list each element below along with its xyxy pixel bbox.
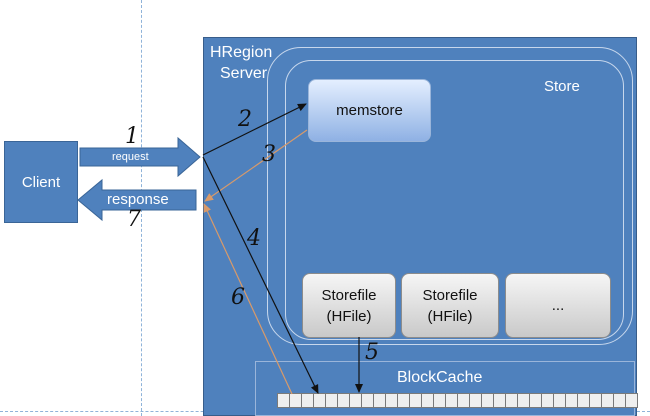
flow-line-memstore-return xyxy=(204,129,308,202)
request-label: request xyxy=(112,151,149,163)
blockcache-label: BlockCache xyxy=(397,369,483,386)
storefile-box-more: ... xyxy=(505,273,611,338)
step-number-4: 4 xyxy=(247,226,261,251)
step-number-1: 1 xyxy=(125,124,139,149)
blockcache-cell xyxy=(625,393,638,408)
server-title-line1: HRegion xyxy=(210,44,273,61)
response-arrow xyxy=(77,178,197,222)
storefile-label-more: ... xyxy=(551,297,565,314)
memstore-box: memstore xyxy=(308,79,431,142)
flow-line-write-memstore xyxy=(202,103,307,156)
store-inner-border xyxy=(285,60,624,340)
storefile-box-1: Storefile (HFile) xyxy=(302,273,396,338)
storefile-label-2: Storefile (HFile) xyxy=(422,286,478,325)
step-number-3: 3 xyxy=(262,142,276,167)
storefile-label-1: Storefile (HFile) xyxy=(321,286,377,325)
server-title-line2: Server xyxy=(220,65,268,82)
request-arrow xyxy=(79,136,201,178)
blockcache-cells xyxy=(277,393,638,408)
client-label: Client xyxy=(21,173,61,191)
client-box: Client xyxy=(4,141,78,223)
store-outer-border xyxy=(267,47,633,345)
response-label: response xyxy=(107,191,169,208)
storefile-box-2: Storefile (HFile) xyxy=(401,273,499,338)
flow-line-cache-return xyxy=(203,203,293,395)
step-number-7: 7 xyxy=(127,207,141,232)
flow-line-to-blockcache xyxy=(202,156,319,394)
hregion-server-title: HRegion Server xyxy=(210,42,272,84)
step-number-5: 5 xyxy=(365,340,379,365)
step-number-6: 6 xyxy=(231,285,245,310)
step-number-2: 2 xyxy=(238,107,252,132)
store-label: Store xyxy=(544,78,580,95)
memstore-label: memstore xyxy=(336,102,403,119)
